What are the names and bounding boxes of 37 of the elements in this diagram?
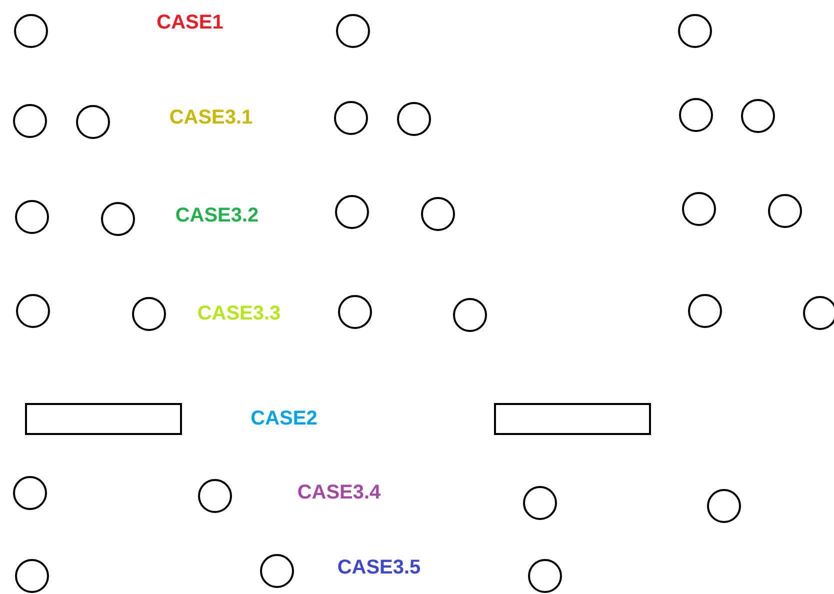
circle — [768, 194, 802, 228]
circle — [335, 195, 369, 229]
circle — [338, 295, 372, 329]
circle — [803, 296, 834, 330]
circle — [397, 102, 431, 136]
circle — [421, 197, 455, 231]
rectangle — [25, 403, 182, 435]
case-label: CASE1 — [156, 12, 224, 34]
case-label: CASE3.5 — [337, 556, 421, 580]
case-label: CASE3.2 — [175, 204, 259, 228]
circle — [132, 297, 166, 331]
circle — [260, 554, 294, 588]
circle — [13, 104, 47, 138]
circle — [741, 99, 775, 133]
circle — [15, 559, 49, 593]
circle — [528, 559, 562, 593]
case-label: CASE3.3 — [197, 302, 281, 326]
circle — [101, 202, 135, 236]
circle — [198, 479, 232, 513]
circle — [678, 14, 712, 48]
circle — [523, 486, 557, 520]
circle — [14, 14, 48, 48]
circle — [688, 294, 722, 328]
rectangle — [494, 403, 651, 435]
case-label: CASE3.4 — [297, 482, 381, 504]
circle — [13, 476, 47, 510]
circle — [16, 294, 50, 328]
circle — [679, 98, 713, 132]
circle — [76, 105, 110, 139]
case-label: CASE2 — [250, 408, 318, 430]
circle — [682, 192, 716, 226]
circle — [707, 489, 741, 523]
circle — [453, 298, 487, 332]
case-label: CASE3.1 — [169, 106, 253, 130]
circle — [336, 14, 370, 48]
circle — [334, 101, 368, 135]
circle — [15, 200, 49, 234]
